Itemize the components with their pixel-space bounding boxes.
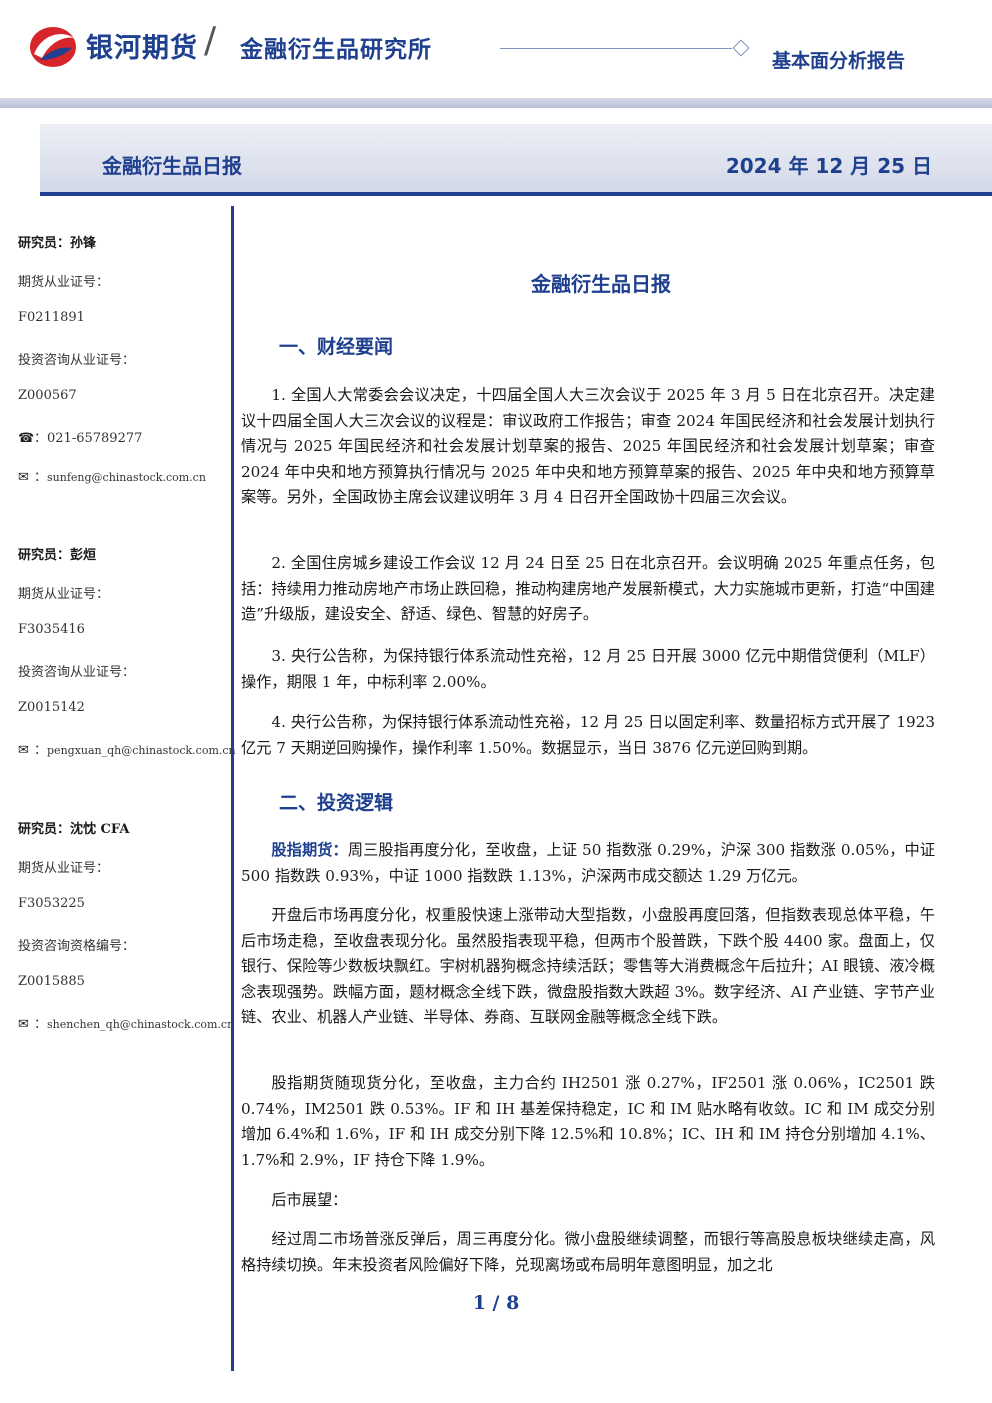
consult-number: Z000567 [18,388,77,403]
license-number: F3035416 [18,622,85,637]
news-item: 1. 全国人大常委会会议决定，十四届全国人大三次会议于 2025 年 3 月 5… [241,386,935,506]
index-futures-summary: 股指期货：周三股指再度分化，至收盘，上证 50 指数涨 0.29%，沪深 300… [241,838,935,889]
index-futures-text: 周三股指再度分化，至收盘，上证 50 指数涨 0.29%，沪深 300 指数涨 … [241,841,936,885]
license-label: 期货从业证号： [18,861,110,876]
email-row[interactable]: ✉：pengxuan_qh@chinastock.com.cn [18,743,236,758]
outlook-label: 后市展望： [271,1191,348,1209]
license-label: 期货从业证号： [18,275,110,290]
outlook-text: 经过周二市场普涨反弹后，周三再度分化。微小盘股继续调整，而银行等高股息板块继续走… [241,1230,935,1274]
license-number: F3053225 [18,896,85,911]
email-icon: ✉ [18,470,29,485]
consult-label: 投资咨询从业证号： [18,665,136,680]
license-number: F0211891 [18,310,85,325]
report-type: 基本面分析报告 [772,50,906,72]
consult-label: 投资咨询资格编号： [18,939,136,954]
email-link[interactable]: sunfeng@chinastock.com.cn [47,471,206,484]
page-number: 1 / 8 [472,1292,520,1314]
email-link[interactable]: pengxuan_qh@chinastock.com.cn [47,744,236,757]
phone-icon: ☎ [18,431,35,446]
header-rule [500,48,732,49]
report-date: 2024 年 12 月 25 日 [725,154,932,178]
license-label: 期货从业证号： [18,587,110,602]
diamond-icon [732,39,750,57]
market-analysis: 开盘后市场再度分化，权重股快速上涨带动大型指数，小盘股再度回落，但指数表现总体平… [241,906,935,1026]
document-title: 金融衍生品日报 [531,272,671,296]
researcher-name: 研究员：沈忱 CFA [18,822,130,837]
news-item: 4. 央行公告称，为保持银行体系流动性充裕，12 月 25 日以固定利率、数量招… [241,713,935,757]
section-heading-news: 一、财经要闻 [279,336,394,358]
email-row[interactable]: ✉：shenchen_qh@chinastock.com.cn [18,1017,235,1032]
email-row[interactable]: ✉：sunfeng@chinastock.com.cn [18,470,206,485]
researcher-name: 研究员：彭烜 [18,548,97,563]
phone-number: 021-65789277 [47,431,143,446]
sidebar-divider [231,206,234,1371]
researcher-name: 研究员：孙锋 [18,236,97,251]
institute-name: 金融衍生品研究所 [240,37,432,63]
email-link[interactable]: shenchen_qh@chinastock.com.cn [47,1018,235,1031]
futures-analysis: 股指期货随现货分化，至收盘，主力合约 IH2501 涨 0.27%，IF2501… [241,1074,935,1169]
report-name: 金融衍生品日报 [102,154,242,178]
email-icon: ✉ [18,743,29,758]
galaxy-logo-icon [30,27,76,67]
page-header: 银河期货 / 金融衍生品研究所 基本面分析报告 [0,0,992,110]
consult-number: Z0015142 [18,700,85,715]
email-icon: ✉ [18,1017,29,1032]
index-futures-label: 股指期货： [271,841,348,859]
brand-name: 银河期货 [86,33,198,64]
phone-row: ☎：021-65789277 [18,431,143,446]
title-bar: 金融衍生品日报 2024 年 12 月 25 日 [40,124,992,196]
header-divider: / [204,20,217,61]
header-band [0,98,992,108]
consult-label: 投资咨询从业证号： [18,353,136,368]
news-item: 3. 央行公告称，为保持银行体系流动性充裕，12 月 25 日开展 3000 亿… [241,647,935,691]
news-item: 2. 全国住房城乡建设工作会议 12 月 24 日至 25 日在北京召开。会议明… [241,554,935,623]
section-heading-logic: 二、投资逻辑 [279,792,394,814]
consult-number: Z0015885 [18,974,85,989]
